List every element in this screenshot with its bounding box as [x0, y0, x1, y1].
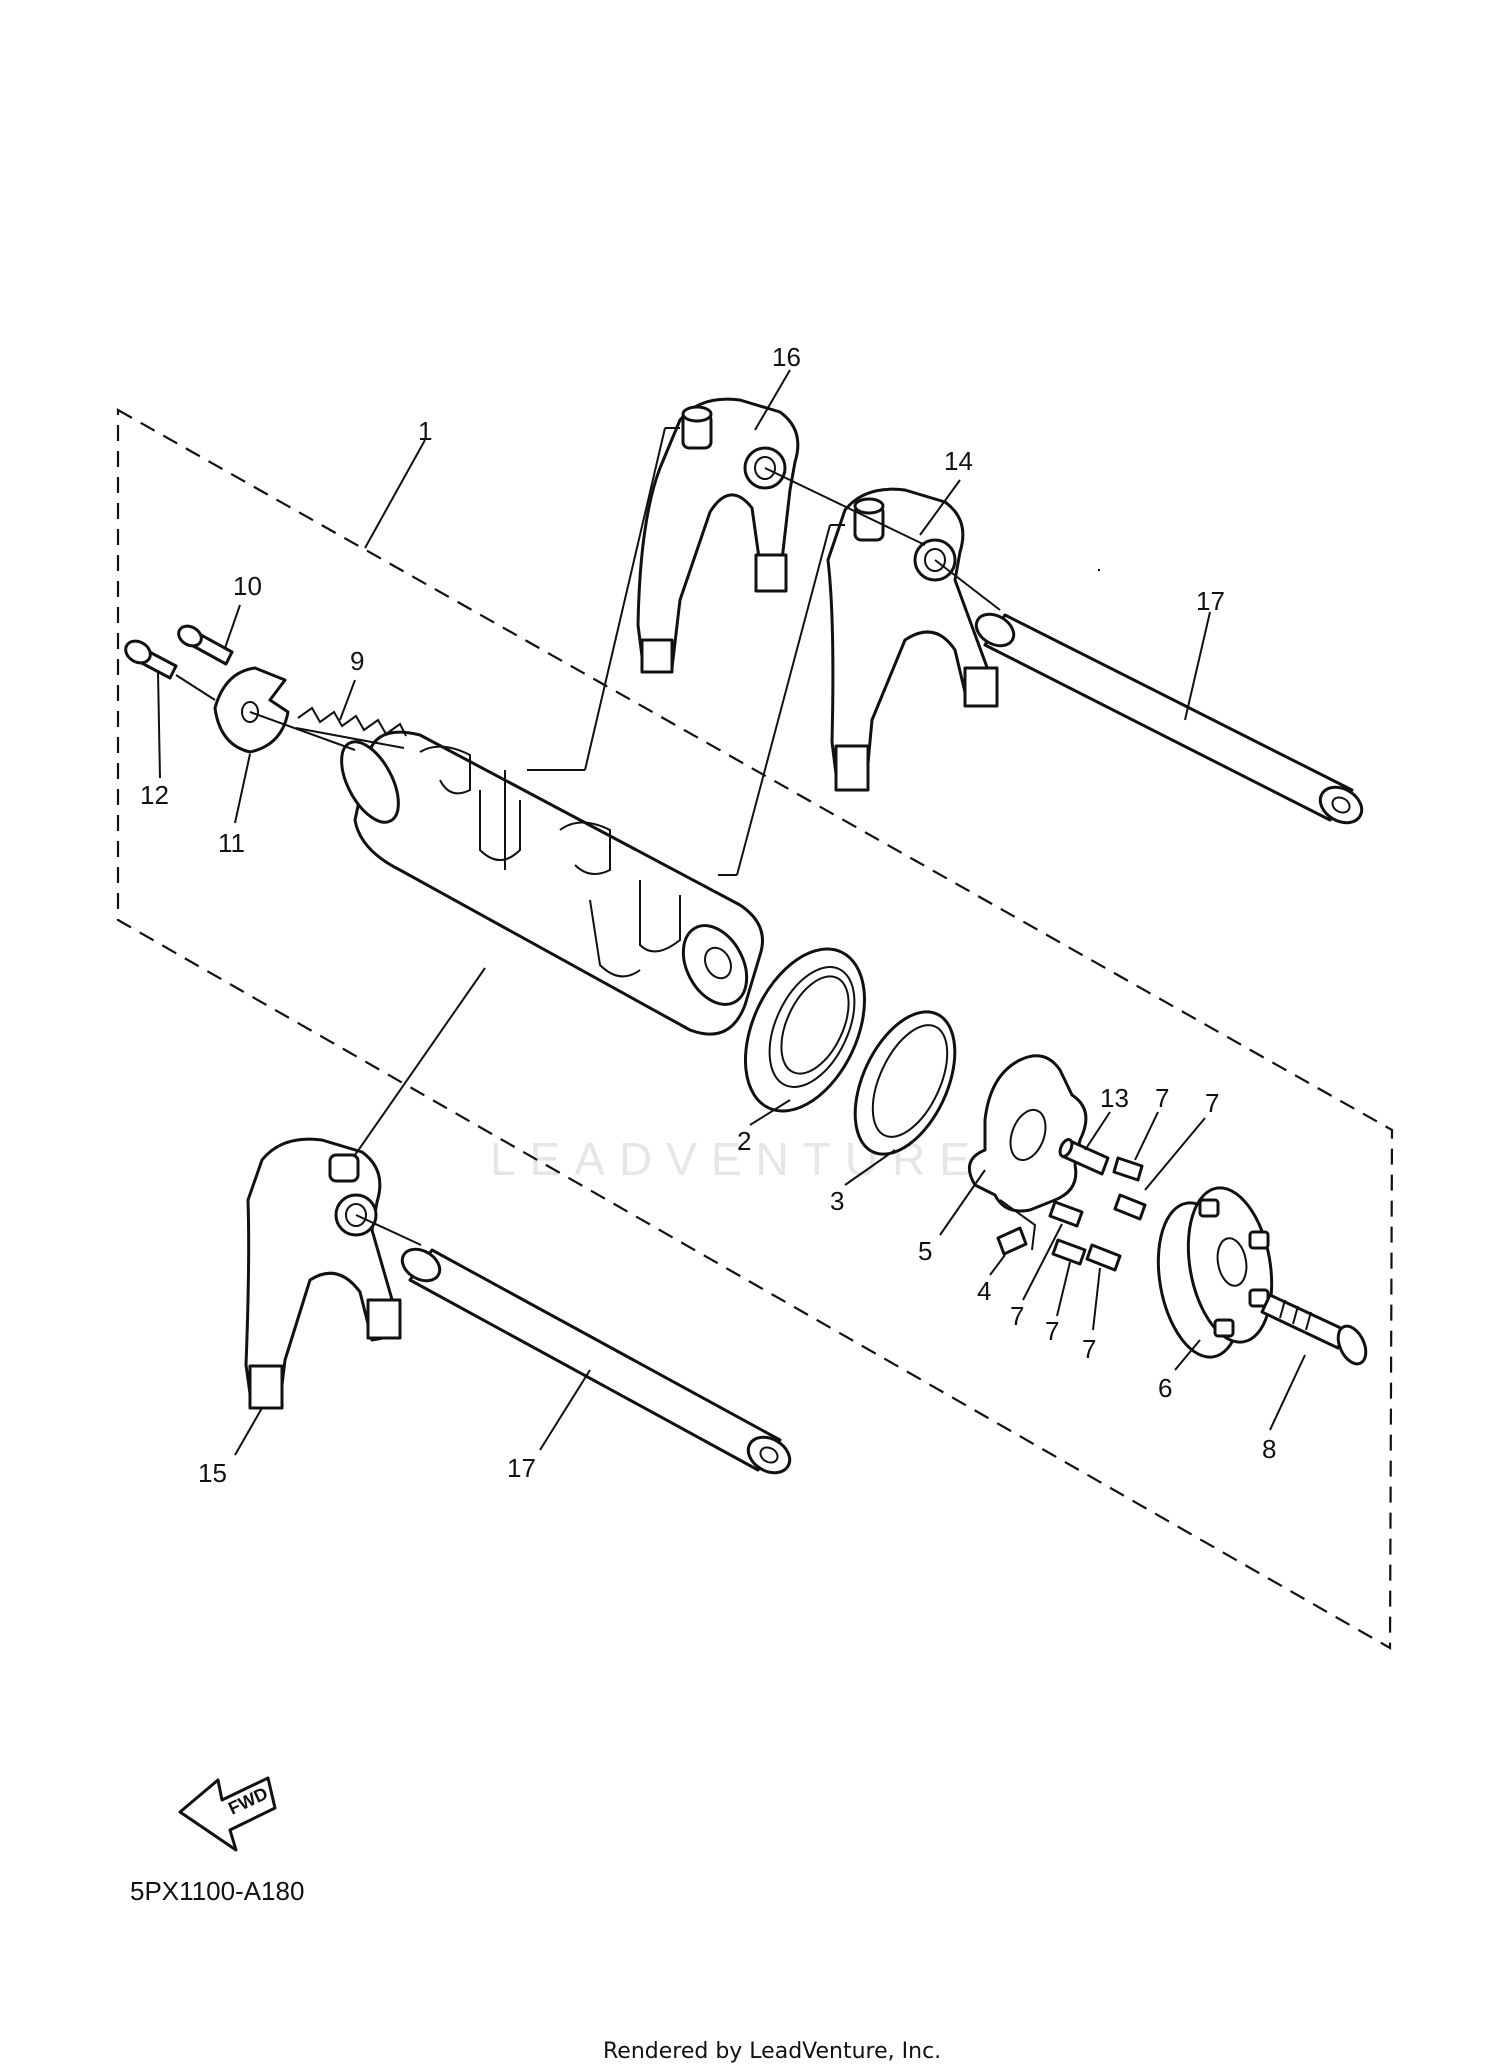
callout-11[interactable]: 11: [218, 828, 245, 858]
callout-2[interactable]: 2: [737, 1126, 751, 1156]
bolt-10[interactable]: [175, 622, 234, 666]
callout-10[interactable]: 10: [233, 571, 262, 601]
assembly-boundary: [116, 408, 1394, 1650]
pin-4[interactable]: [996, 1226, 1028, 1256]
callout-14[interactable]: 14: [944, 446, 973, 476]
callout-labels: 1 16 14 17 10 9 12 11 2 3 5 4 13 7 7 7 7…: [140, 342, 1276, 1488]
callout-7-c[interactable]: 7: [1010, 1301, 1024, 1331]
callout-13[interactable]: 13: [1100, 1083, 1129, 1113]
dowel-pin-7c[interactable]: [1048, 1200, 1084, 1228]
callout-5[interactable]: 5: [918, 1236, 932, 1266]
fwd-arrow-icon: FWD: [178, 1776, 277, 1852]
shift-fork-shaft-upper[interactable]: [971, 608, 1368, 830]
shift-fork-14[interactable]: [826, 487, 999, 792]
shift-fork-15[interactable]: [244, 1137, 402, 1410]
shift-fork-16[interactable]: [636, 397, 800, 674]
dowel-pin-7d[interactable]: [1051, 1238, 1087, 1266]
shift-drum[interactable]: [330, 730, 764, 1036]
callout-6[interactable]: 6: [1158, 1373, 1172, 1403]
diagram-code: 5PX1100-A180: [130, 1876, 304, 1906]
callout-16[interactable]: 16: [772, 342, 801, 372]
callout-17-upper[interactable]: 17: [1196, 586, 1225, 616]
leader-lines: [157, 369, 1306, 1456]
spring-9[interactable]: [295, 706, 407, 749]
callout-7-e[interactable]: 7: [1082, 1334, 1096, 1364]
callout-7-d[interactable]: 7: [1045, 1316, 1059, 1346]
pin-13[interactable]: [1058, 1138, 1110, 1176]
callout-8[interactable]: 8: [1262, 1434, 1276, 1464]
stopper-11[interactable]: [213, 666, 290, 754]
dowel-pin-7b[interactable]: [1113, 1193, 1147, 1221]
callout-3[interactable]: 3: [830, 1186, 844, 1216]
bolt-12[interactable]: [122, 637, 178, 680]
screw-8[interactable]: [1260, 1293, 1371, 1368]
shift-fork-shaft-lower[interactable]: [397, 1243, 796, 1480]
dowel-pin-7a[interactable]: [1112, 1156, 1144, 1182]
segment-6[interactable]: [1147, 1181, 1283, 1364]
ring-3[interactable]: [835, 996, 975, 1169]
callout-12[interactable]: 12: [140, 780, 169, 810]
bearing-2[interactable]: [722, 930, 889, 1130]
callout-15[interactable]: 15: [198, 1458, 227, 1488]
callout-17-lower[interactable]: 17: [507, 1453, 536, 1483]
callout-4[interactable]: 4: [977, 1276, 991, 1306]
footer-credit: Rendered by LeadVenture, Inc.: [603, 2039, 941, 2064]
dowel-pin-7e[interactable]: [1085, 1243, 1122, 1272]
callout-7-b[interactable]: 7: [1205, 1088, 1219, 1118]
callout-7-a[interactable]: 7: [1155, 1083, 1169, 1113]
callout-9[interactable]: 9: [350, 646, 364, 676]
callout-1[interactable]: 1: [418, 416, 432, 446]
